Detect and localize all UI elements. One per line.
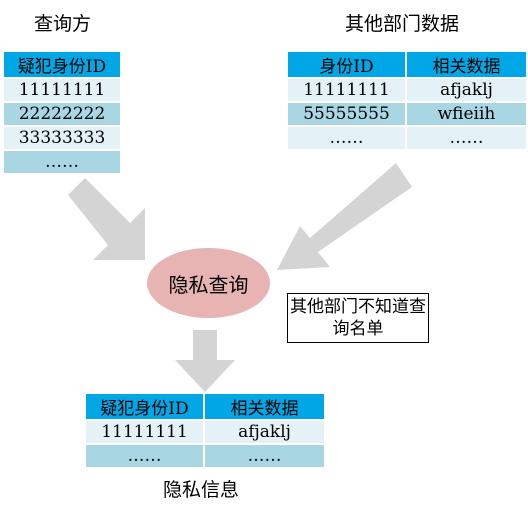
arrow-querier-to-query bbox=[68, 178, 145, 260]
department-cell: 55555555 bbox=[286, 101, 407, 127]
querier-table-header: 疑犯身份ID bbox=[2, 50, 122, 79]
result-cell: afjaklj bbox=[203, 419, 326, 445]
department-title: 其他部门数据 bbox=[345, 13, 460, 35]
note-box: 其他部门不知道查询名单 bbox=[287, 293, 429, 343]
querier-row-2: 22222222 bbox=[2, 101, 122, 127]
privacy-query-node: 隐私查询 bbox=[147, 248, 270, 318]
result-table: 疑犯身份ID 相关数据 11111111 afjaklj …… …… bbox=[84, 392, 326, 469]
querier-row-3: 33333333 bbox=[2, 125, 122, 151]
querier-row-1: 11111111 bbox=[2, 77, 122, 103]
querier-row-4: …… bbox=[2, 149, 122, 175]
privacy-query-label: 隐私查询 bbox=[168, 272, 249, 297]
result-cell: …… bbox=[203, 443, 326, 469]
department-cell: wfieiih bbox=[405, 101, 528, 127]
department-cell: 11111111 bbox=[286, 77, 407, 103]
department-cell: …… bbox=[286, 125, 407, 151]
department-cell: afjaklj bbox=[405, 77, 528, 103]
department-header-data: 相关数据 bbox=[405, 50, 528, 79]
result-title: 隐私信息 bbox=[163, 479, 240, 501]
department-table: 身份ID 相关数据 11111111 afjaklj 55555555 wfie… bbox=[286, 50, 528, 151]
department-cell: …… bbox=[405, 125, 528, 151]
result-header-id: 疑犯身份ID bbox=[84, 392, 205, 421]
arrow-query-to-result bbox=[175, 330, 235, 392]
department-header-id: 身份ID bbox=[286, 50, 407, 79]
arrow-department-to-query bbox=[277, 163, 412, 270]
querier-title: 查询方 bbox=[34, 13, 92, 35]
result-cell: 11111111 bbox=[84, 419, 205, 445]
querier-table: 疑犯身份ID 11111111 22222222 33333333 …… bbox=[2, 50, 122, 175]
note-text: 其他部门不知道查询名单 bbox=[290, 297, 426, 339]
result-cell: …… bbox=[84, 443, 205, 469]
result-header-data: 相关数据 bbox=[203, 392, 326, 421]
